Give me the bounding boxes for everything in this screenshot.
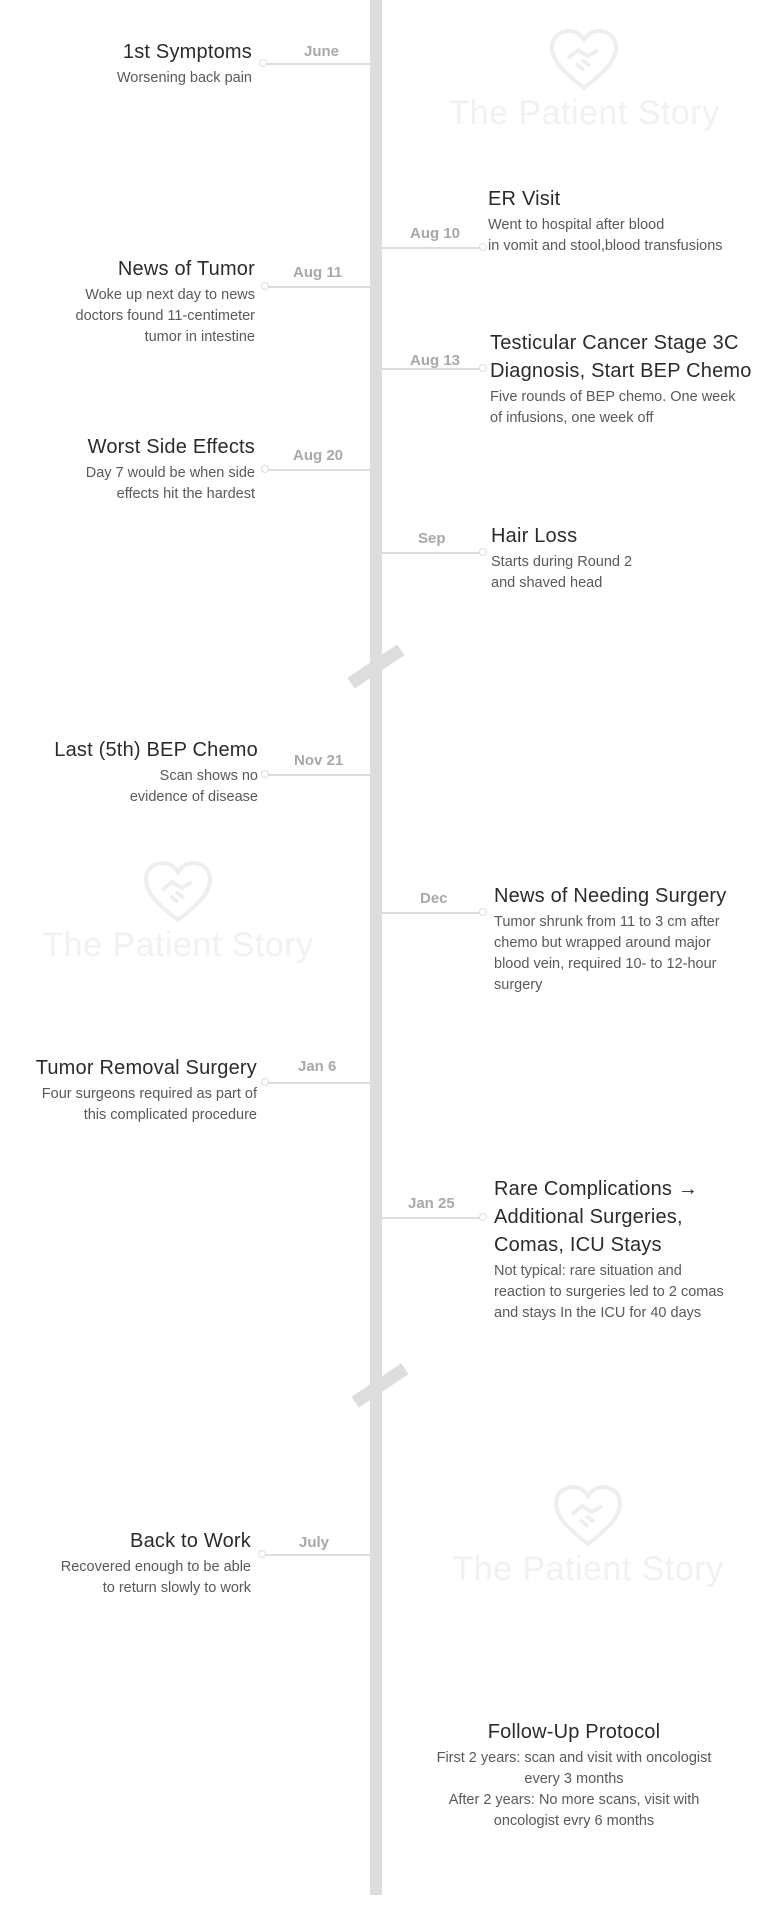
watermark-text: The Patient Story — [42, 926, 314, 964]
event-diagnosis: Testicular Cancer Stage 3C Diagnosis, St… — [490, 329, 752, 429]
event-title: Rare Complications → Additional Surgerie… — [494, 1178, 699, 1256]
timeline-node — [258, 1550, 266, 1558]
timeline-node — [479, 243, 487, 251]
event-description: Went to hospital after blood in vomit an… — [488, 217, 723, 254]
timeline-node — [479, 1213, 487, 1221]
event-description: Five rounds of BEP chemo. One week of in… — [490, 389, 736, 426]
connector-line — [382, 368, 482, 370]
watermark-text: The Patient Story — [448, 94, 720, 132]
heart-handshake-icon — [143, 860, 213, 923]
event-description: Scan shows no evidence of disease — [129, 768, 258, 805]
timeline-node — [261, 770, 269, 778]
event-title: ER Visit — [488, 188, 561, 210]
event-description: Recovered enough to be able to return sl… — [60, 1559, 251, 1596]
timeline-node — [259, 59, 267, 67]
connector-line — [262, 1554, 370, 1556]
watermark-text: The Patient Story — [452, 1550, 724, 1588]
timeline-node — [261, 1078, 269, 1086]
event-date: Aug 20 — [293, 447, 344, 464]
event-follow-up-protocol: Follow-Up Protocol First 2 years: scan a… — [382, 1718, 766, 1832]
watermark: The Patient Story — [18, 860, 338, 965]
connector-line — [265, 286, 370, 288]
event-title: Testicular Cancer Stage 3C Diagnosis, St… — [490, 332, 752, 382]
event-title: Follow-Up Protocol — [487, 1721, 661, 1743]
event-title: Tumor Removal Surgery — [35, 1057, 257, 1079]
event-date: Aug 10 — [410, 225, 461, 242]
event-back-to-work: Back to Work Recovered enough to be able… — [61, 1527, 251, 1599]
connector-line — [382, 247, 482, 249]
connector-line — [262, 63, 370, 65]
connector-line — [265, 469, 370, 471]
event-description: Woke up next day to news doctors found 1… — [75, 287, 255, 345]
event-date: Nov 21 — [294, 752, 344, 769]
event-title: Hair Loss — [491, 525, 578, 547]
event-date: Sep — [418, 530, 446, 547]
event-last-bep-chemo: Last (5th) BEP Chemo Scan shows no evide… — [54, 736, 258, 808]
connector-line — [382, 1217, 482, 1219]
timeline-node — [479, 364, 487, 372]
event-news-of-tumor: News of Tumor Woke up next day to news d… — [76, 255, 255, 348]
watermark: The Patient Story — [424, 28, 744, 133]
event-hair-loss: Hair Loss Starts during Round 2 and shav… — [491, 522, 632, 594]
heart-handshake-icon — [553, 1484, 623, 1547]
event-news-of-needing-surgery: News of Needing Surgery Tumor shrunk fro… — [494, 882, 727, 996]
connector-line — [382, 552, 482, 554]
connector-line — [265, 1082, 370, 1084]
event-description: Four surgeons required as part of this c… — [41, 1086, 257, 1123]
connector-line — [265, 774, 370, 776]
event-worst-side-effects: Worst Side Effects Day 7 would be when s… — [86, 433, 255, 505]
event-title: Worst Side Effects — [87, 436, 255, 458]
event-title: News of Needing Surgery — [494, 885, 727, 907]
event-description: Not typical: rare situation and reaction… — [494, 1263, 724, 1321]
event-date: Jan 6 — [298, 1058, 337, 1075]
event-description: Tumor shrunk from 11 to 3 cm after chemo… — [494, 914, 720, 993]
event-date: Jan 25 — [408, 1195, 455, 1212]
event-rare-complications: Rare Complications → Additional Surgerie… — [494, 1175, 724, 1324]
event-date: Aug 11 — [293, 264, 343, 281]
event-date: July — [299, 1534, 330, 1551]
event-date: June — [304, 43, 340, 60]
timeline-node — [479, 908, 487, 916]
event-title: News of Tumor — [117, 258, 255, 280]
event-tumor-removal-surgery: Tumor Removal Surgery Four surgeons requ… — [36, 1054, 257, 1126]
connector-line — [382, 912, 482, 914]
heart-handshake-icon — [549, 28, 619, 91]
event-description: First 2 years: scan and visit with oncol… — [436, 1750, 712, 1829]
timeline-node — [261, 465, 269, 473]
timeline-axis — [370, 0, 382, 1895]
event-er-visit: ER Visit Went to hospital after blood in… — [488, 185, 723, 257]
event-title: Last (5th) BEP Chemo — [54, 739, 258, 761]
event-date: Aug 13 — [410, 352, 461, 369]
watermark: The Patient Story — [428, 1484, 748, 1589]
event-first-symptoms: 1st Symptoms Worsening back pain — [117, 38, 252, 89]
event-date: Dec — [420, 890, 448, 907]
timeline-node — [479, 548, 487, 556]
event-description: Day 7 would be when side effects hit the… — [85, 465, 255, 502]
event-description: Worsening back pain — [116, 70, 252, 86]
timeline-node — [261, 282, 269, 290]
event-description: Starts during Round 2 and shaved head — [491, 554, 633, 591]
event-title: 1st Symptoms — [122, 41, 252, 63]
event-title: Back to Work — [130, 1530, 251, 1552]
